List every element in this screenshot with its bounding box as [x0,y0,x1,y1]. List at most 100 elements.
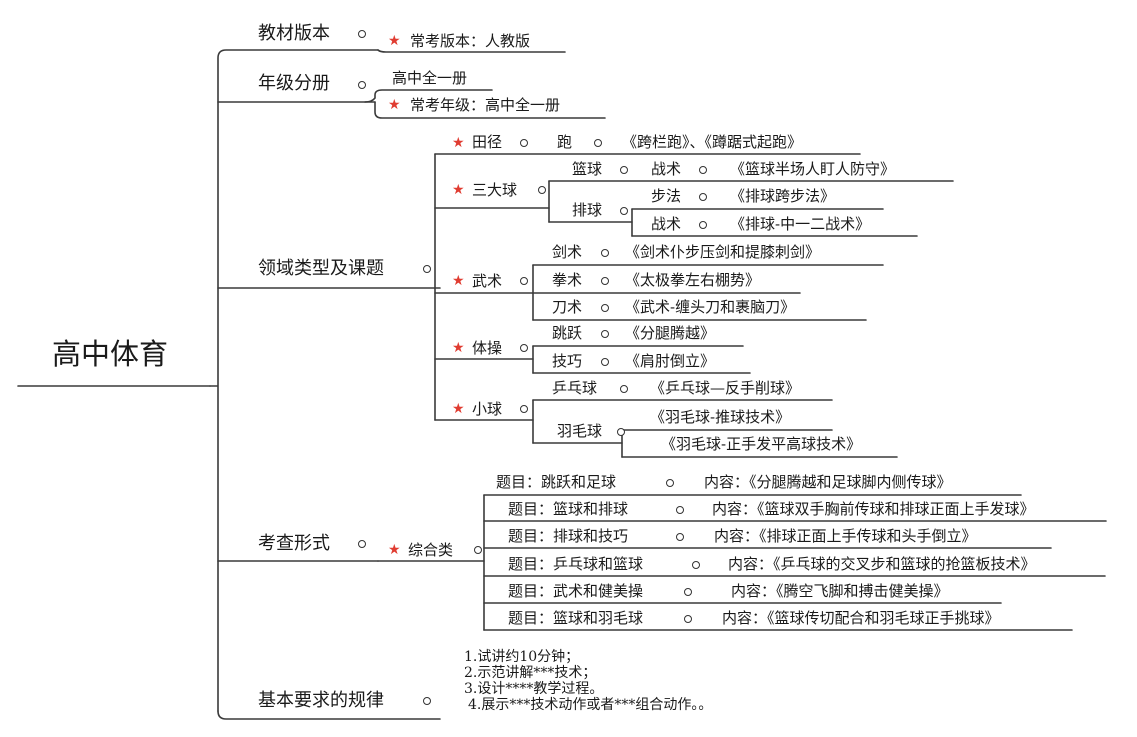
collapse-circle-icon[interactable] [676,506,684,514]
rules-line-3: 3.设计****教学过程。 [464,681,604,697]
collapse-circle-icon[interactable] [699,193,707,201]
exam-item-6-content[interactable]: 内容：《篮球传切配合和羽毛球正手挑球》 [722,609,1000,627]
collapse-circle-icon[interactable] [676,533,684,541]
badminton-label[interactable]: 羽毛球 [557,422,603,440]
basketball-topic[interactable]: 《篮球半场人盯人防守》 [730,160,896,178]
collapse-circle-icon[interactable] [699,221,707,229]
sword-label[interactable]: 剑术 [552,243,583,261]
section-grade-title[interactable]: 年级分册 [258,73,330,94]
track-run-topic[interactable]: 《跨栏跑》、《蹲踞式起跑》 [622,133,803,151]
grade-item[interactable]: 高中全一册 [392,69,468,87]
exam-item-3-topic[interactable]: 题目：排球和技巧 [508,527,629,545]
exam-item-2-topic[interactable]: 题目：篮球和排球 [508,500,629,518]
fist-label[interactable]: 拳术 [552,271,583,289]
pingpong-topic[interactable]: 《乒乓球—反手削球》 [650,379,801,397]
branch-rules [217,710,441,720]
collapse-circle-icon[interactable] [520,344,528,352]
pingpong-label[interactable]: 乒乓球 [552,379,598,397]
fist-topic[interactable]: 《太极拳左右棚势》 [625,271,761,289]
collapse-circle-icon[interactable] [601,330,609,338]
collapse-circle-icon[interactable] [620,207,628,215]
collapse-circle-icon[interactable] [520,139,528,147]
edition-common-line [377,49,566,53]
jump-topic[interactable]: 《分腿腾越》 [625,324,716,342]
exam-item-5-topic[interactable]: 题目：武术和健美操 [508,582,644,600]
star-icon: ★ [452,273,465,289]
collapse-circle-icon[interactable] [684,588,692,596]
sword-topic[interactable]: 《剑术仆步压剑和提膝刺剑》 [625,243,821,261]
star-icon: ★ [452,182,465,198]
exam-item-4-topic[interactable]: 题目：乒乓球和篮球 [508,555,644,573]
rules-line-1: 1.试讲约10分钟； [464,649,580,665]
rules-line-2: 2.示范讲解***技术； [464,665,597,681]
collapse-circle-icon[interactable] [520,405,528,413]
edition-common[interactable]: 常考版本：人教版 [410,32,531,50]
rules-line-4: 4.展示***技术动作或者***组合动作。。 [468,697,713,713]
skill-label[interactable]: 技巧 [552,352,583,370]
ball-title[interactable]: 三大球 [472,181,518,199]
collapse-circle-icon[interactable] [601,249,609,257]
jump-label[interactable]: 跳跃 [552,324,583,342]
gym-title[interactable]: 体操 [472,339,503,357]
collapse-circle-icon[interactable] [620,166,628,174]
exam-item-6-topic[interactable]: 题目：篮球和羽毛球 [508,609,644,627]
collapse-circle-icon[interactable] [620,385,628,393]
exam-item-2-content[interactable]: 内容：《篮球双手胸前传球和排球正面上手发球》 [712,500,1035,518]
collapse-circle-icon[interactable] [601,277,609,285]
section-domains-title[interactable]: 领域类型及课题 [258,258,384,279]
saber-label[interactable]: 刀术 [552,298,583,316]
exam-item-1-topic[interactable]: 题目：跳跃和足球 [496,473,617,491]
star-icon: ★ [452,135,465,151]
volleyball-label[interactable]: 排球 [572,201,603,219]
collapse-circle-icon[interactable] [692,561,700,569]
trunk [209,49,379,712]
skill-topic[interactable]: 《肩肘倒立》 [625,352,716,370]
star-icon: ★ [452,401,465,417]
star-icon: ★ [388,97,401,113]
collapse-circle-icon[interactable] [594,139,602,147]
exam-item-5-content[interactable]: 内容：《腾空飞脚和搏击健美操》 [731,582,949,600]
grade-common-line [374,101,606,119]
exam-item-3-content[interactable]: 内容：《排球正面上手传球和头手倒立》 [714,527,977,545]
collapse-circle-icon[interactable] [358,540,366,548]
root-title[interactable]: 高中体育 [52,337,169,371]
volleyball-tactic-topic[interactable]: 《排球-中一二战术》 [730,215,871,233]
track-run[interactable]: 跑 [557,133,573,151]
section-edition-title[interactable]: 教材版本 [258,23,330,44]
grade-item-line [364,89,493,103]
volleyball-footwork[interactable]: 步法 [651,187,682,205]
exam-category[interactable]: 综合类 [408,541,454,559]
exam-item-1-content[interactable]: 内容：《分腿腾越和足球脚内侧传球》 [704,473,952,491]
collapse-circle-icon[interactable] [601,358,609,366]
basketball-tactic[interactable]: 战术 [651,160,682,178]
badminton-topic-2[interactable]: 《羽毛球-正手发平高球技术》 [661,435,862,453]
saber-topic[interactable]: 《武术-缠头刀和裹脑刀》 [625,298,796,316]
collapse-circle-icon[interactable] [423,697,431,705]
collapse-circle-icon[interactable] [617,428,625,436]
collapse-circle-icon[interactable] [358,30,366,38]
collapse-circle-icon[interactable] [538,186,546,194]
section-rules-title[interactable]: 基本要求的规律 [258,690,384,711]
grade-common[interactable]: 常考年级：高中全一册 [410,96,561,114]
basketball-label[interactable]: 篮球 [572,160,603,178]
section-exam-title[interactable]: 考查形式 [258,533,330,554]
exam-item-4-content[interactable]: 内容：《乒乓球的交叉步和篮球的抢篮板技术》 [728,555,1036,573]
badminton-topic-1[interactable]: 《羽毛球-推球技术》 [650,408,791,426]
volleyball-tactic[interactable]: 战术 [651,215,682,233]
collapse-circle-icon[interactable] [474,546,482,554]
smallball-title[interactable]: 小球 [472,400,503,418]
collapse-circle-icon[interactable] [423,265,431,273]
collapse-circle-icon[interactable] [358,81,366,89]
collapse-circle-icon[interactable] [601,304,609,312]
volleyball-footwork-topic[interactable]: 《排球跨步法》 [730,187,836,205]
star-icon: ★ [388,542,401,558]
collapse-circle-icon[interactable] [684,615,692,623]
collapse-circle-icon[interactable] [699,166,707,174]
star-icon: ★ [452,340,465,356]
collapse-circle-icon[interactable] [666,479,674,487]
collapse-circle-icon[interactable] [520,277,528,285]
track-title[interactable]: 田径 [472,133,503,151]
martial-title[interactable]: 武术 [472,272,503,290]
